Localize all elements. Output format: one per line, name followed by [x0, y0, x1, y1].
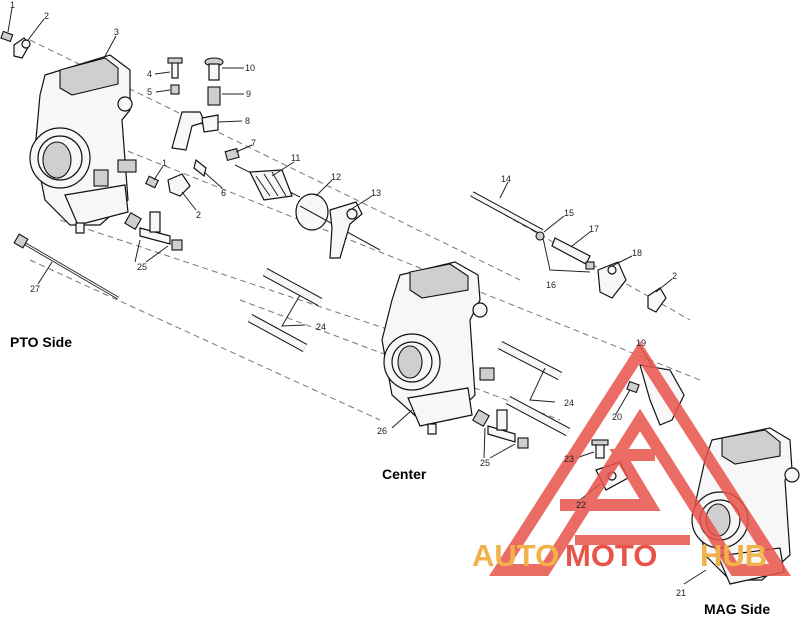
watermark-text-auto: AUTO [472, 538, 559, 573]
callout-27: 27 [30, 284, 40, 294]
callout-12: 12 [331, 172, 341, 182]
callout-2-second: 2 [196, 210, 201, 220]
callout-19: 19 [636, 338, 646, 348]
callout-15: 15 [564, 208, 574, 218]
callout-21: 21 [676, 588, 686, 598]
fuel-tee-left [124, 211, 183, 251]
center-carburetor [381, 261, 495, 435]
callout-25-second: 25 [480, 458, 490, 468]
throttle-shaft-parts [234, 164, 381, 259]
center-label: Center [382, 466, 427, 482]
callout-14: 14 [501, 174, 511, 184]
fuel-tee-center [472, 409, 529, 449]
watermark-text-hub: HUB [700, 538, 767, 573]
callout-16: 16 [546, 280, 556, 290]
callout-13: 13 [371, 188, 381, 198]
pto-side-label: PTO Side [10, 334, 72, 350]
callout-9: 9 [246, 89, 251, 99]
callout-1: 1 [10, 0, 15, 10]
parts-1-2-top-left [0, 30, 31, 59]
callout-25: 25 [137, 262, 147, 272]
callout-23: 23 [564, 454, 574, 464]
callout-1-second: 1 [162, 158, 167, 168]
callout-20: 20 [612, 412, 622, 422]
callout-4: 4 [147, 69, 152, 79]
callout-8: 8 [245, 116, 250, 126]
shaft-right-parts [470, 191, 667, 313]
mag-side-label: MAG Side [704, 601, 770, 617]
pipes-left [247, 268, 323, 352]
callout-24-second: 24 [564, 398, 574, 408]
callout-5: 5 [147, 87, 152, 97]
small-parts-cluster-top [145, 57, 240, 197]
pto-carburetor [29, 54, 137, 234]
callout-2: 2 [44, 11, 49, 21]
pipes-right [497, 341, 571, 436]
callout-22: 22 [576, 500, 586, 510]
watermark-logo [489, 340, 791, 576]
callout-24: 24 [316, 322, 326, 332]
callout-3: 3 [114, 27, 119, 37]
watermark-text-moto: MOTO [565, 538, 657, 573]
callout-10: 10 [245, 63, 255, 73]
callout-7: 7 [251, 138, 256, 148]
callout-numbers: 1 2 3 4 5 10 9 8 7 6 1 2 11 12 13 14 15 … [10, 0, 686, 598]
callout-2-third: 2 [672, 271, 677, 281]
callout-18: 18 [632, 248, 642, 258]
callout-6: 6 [221, 188, 226, 198]
callout-17: 17 [589, 224, 599, 234]
long-bolt [13, 233, 119, 300]
callout-11: 11 [291, 153, 300, 163]
callout-26: 26 [377, 426, 387, 436]
